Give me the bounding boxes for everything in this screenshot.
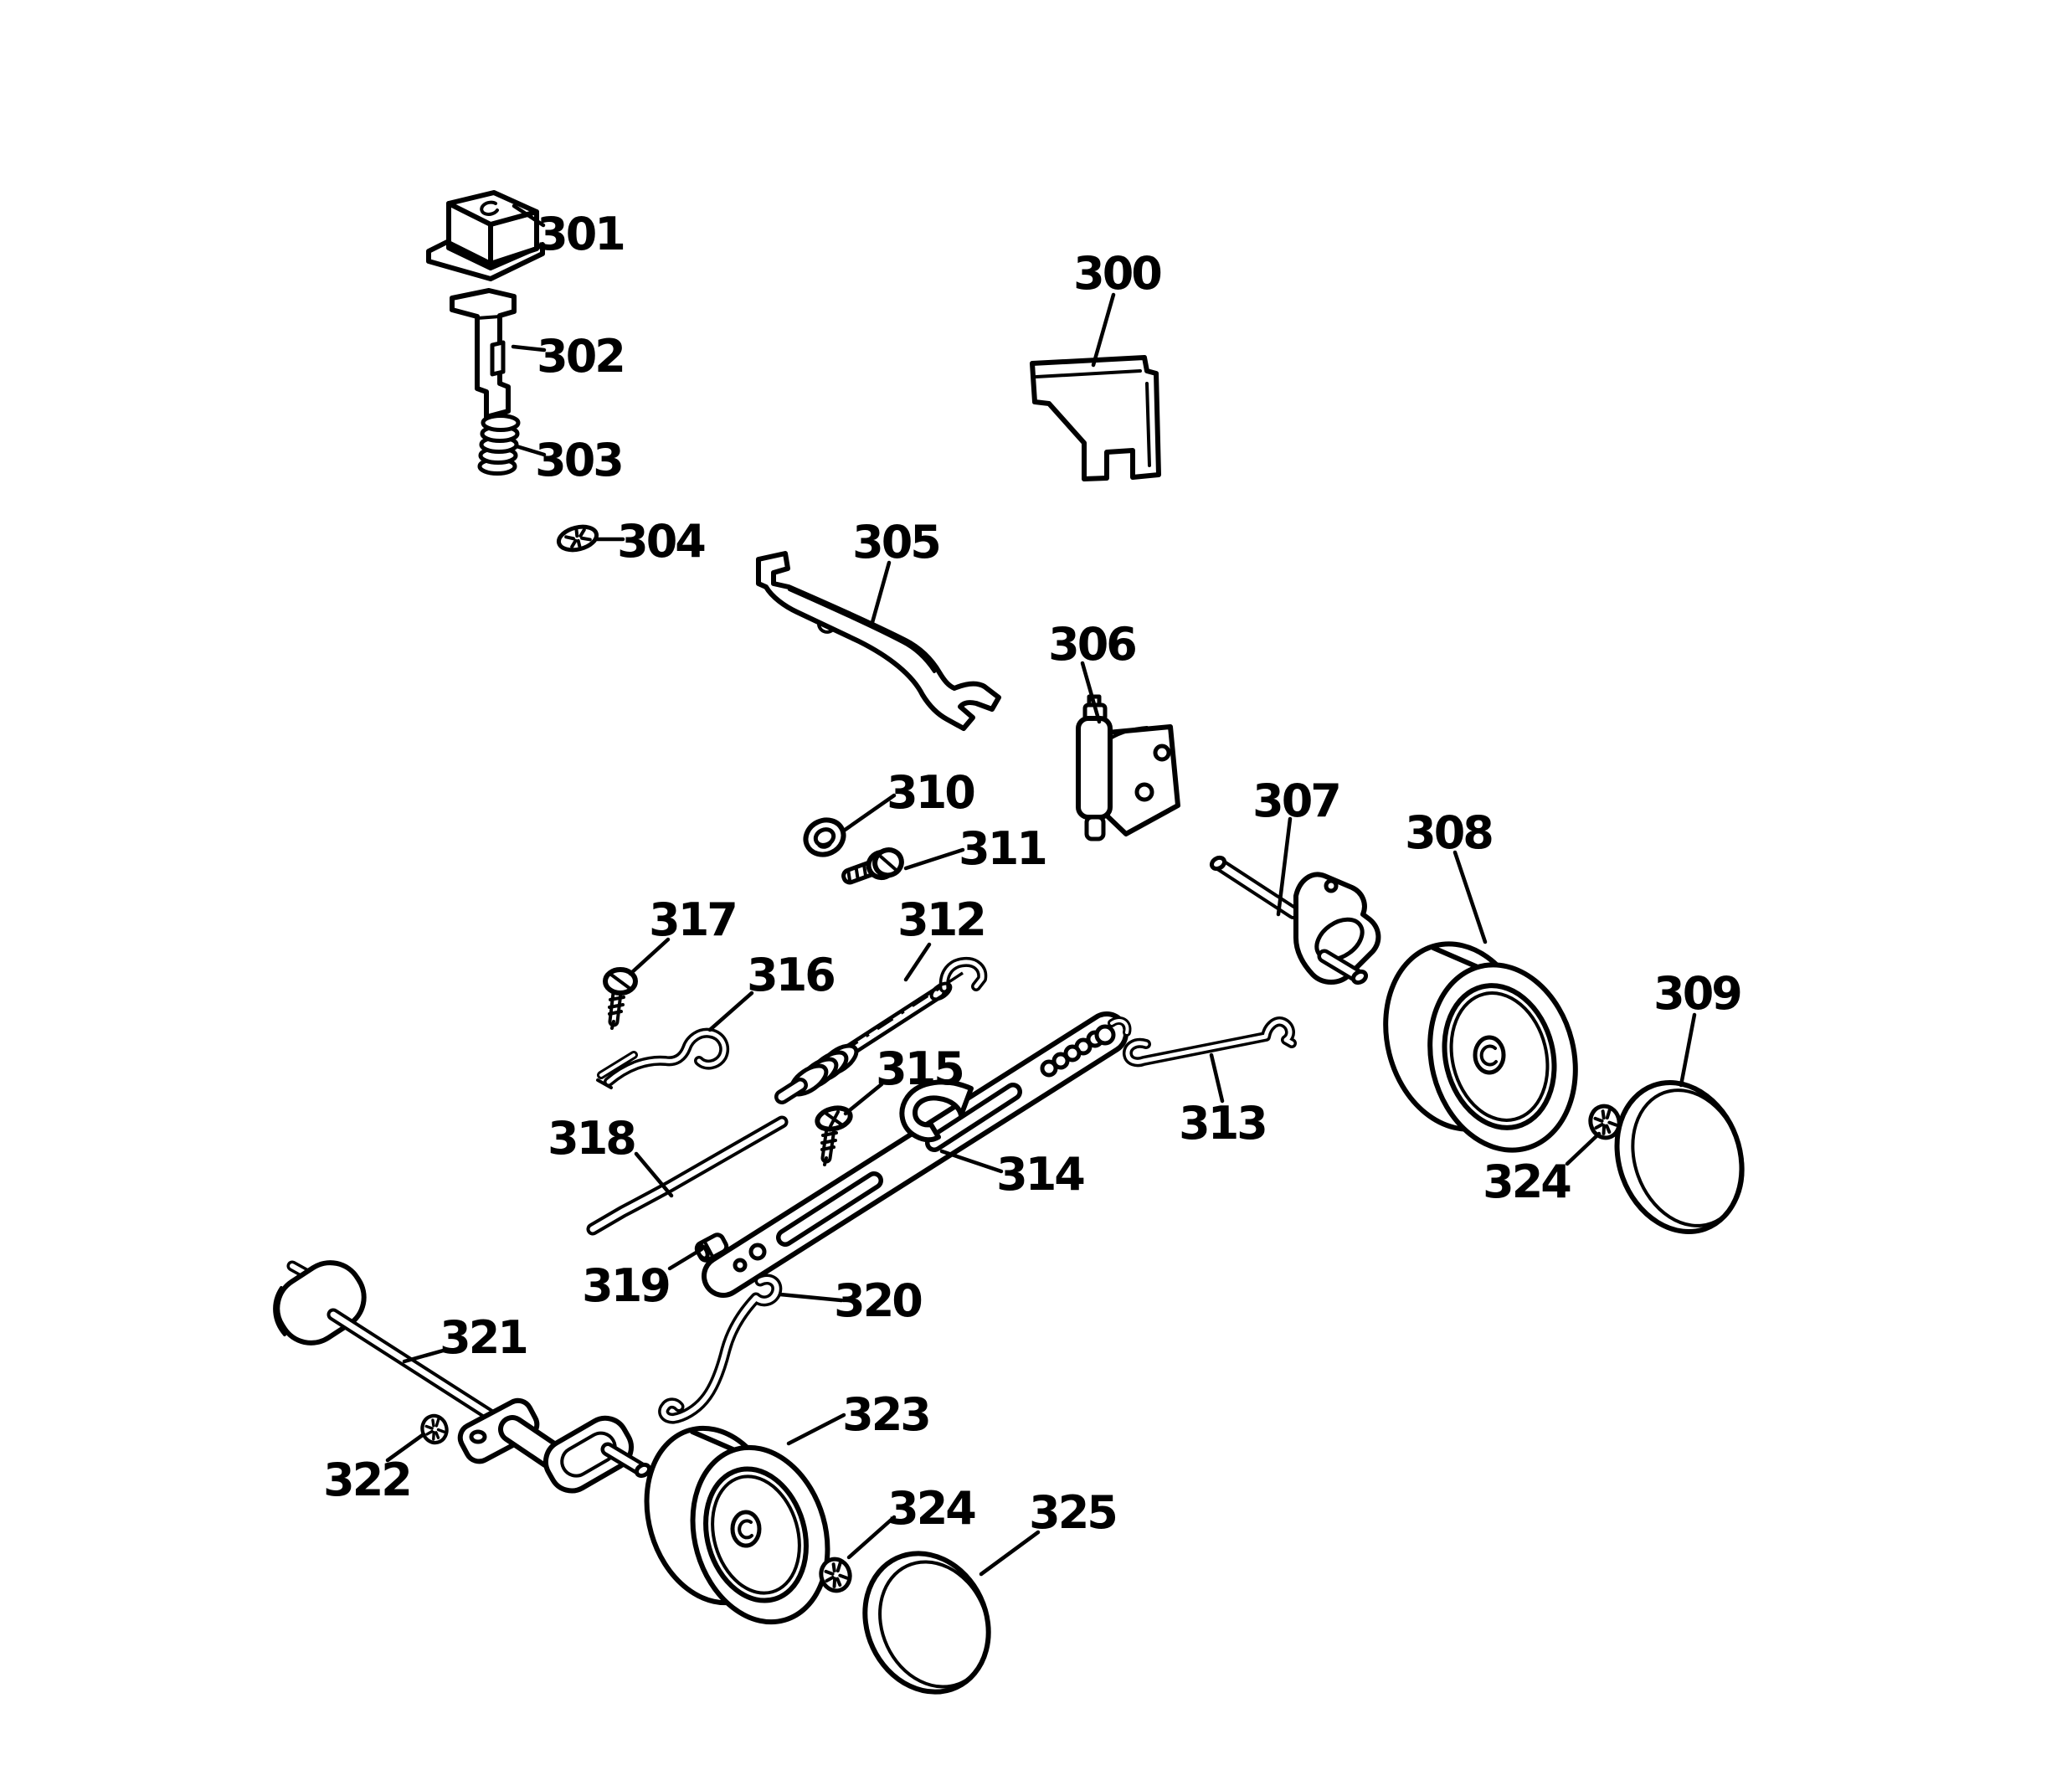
callout-labels: 300 301 302 303 304 305 306 307 308 309 …: [323, 208, 1743, 1539]
part-305-lever: [756, 551, 1001, 731]
part-label-313: 313: [1179, 1097, 1266, 1150]
part-322-push-nut: [419, 1413, 450, 1446]
part-label-315: 315: [876, 1042, 963, 1095]
part-label-316: 316: [747, 949, 834, 1001]
part-312-link-rod: [774, 956, 988, 1104]
part-label-307: 307: [1252, 774, 1339, 827]
part-label-305: 305: [852, 516, 939, 569]
part-315-screw: [815, 1105, 853, 1166]
part-300-bracket-plate: [1030, 355, 1161, 481]
part-319-nut: [694, 1232, 729, 1263]
part-label-323: 323: [842, 1388, 929, 1441]
part-317-screw: [603, 967, 638, 1030]
part-label-321: 321: [440, 1311, 527, 1364]
part-label-300: 300: [1073, 247, 1160, 300]
part-label-308: 308: [1405, 806, 1492, 859]
part-302-bracket: [450, 288, 517, 419]
part-label-301: 301: [537, 208, 624, 260]
part-325-hub-cap: [862, 1551, 991, 1695]
part-321-axle-assembly: [273, 1260, 652, 1494]
part-label-306: 306: [1048, 618, 1135, 671]
part-label-319: 319: [582, 1259, 669, 1312]
part-label-310: 310: [887, 766, 974, 819]
part-301-housing: [426, 190, 545, 281]
part-label-322: 322: [323, 1454, 410, 1506]
part-label-303: 303: [535, 434, 622, 486]
part-303-spring: [477, 414, 521, 476]
part-label-317: 317: [649, 893, 736, 946]
part-label-325: 325: [1029, 1486, 1116, 1539]
leader-lines: [385, 203, 1697, 1577]
part-306-hinge: [1076, 694, 1180, 841]
part-323-wheel: [644, 1425, 830, 1625]
part-318-rod: [586, 1115, 789, 1236]
part-label-324-rear: 324: [1483, 1155, 1571, 1208]
part-label-304: 304: [617, 515, 705, 568]
part-313-hook-rod: [1123, 1016, 1297, 1068]
part-label-312: 312: [897, 893, 985, 946]
part-label-311: 311: [959, 822, 1046, 875]
part-304-push-nut: [556, 524, 599, 553]
part-309-hub-cap: [1614, 1080, 1745, 1234]
part-308-wheel: [1383, 941, 1578, 1153]
part-label-320: 320: [834, 1274, 921, 1327]
part-label-318: 318: [548, 1112, 635, 1165]
part-label-302: 302: [537, 330, 624, 383]
part-316-spring-clip: [596, 1027, 730, 1089]
part-320-curved-rod: [658, 1274, 783, 1424]
part-310-washer: [803, 817, 846, 857]
part-311-bolt: [841, 847, 904, 885]
part-314-adjuster-bar: [702, 1011, 1132, 1298]
part-label-314: 314: [996, 1148, 1084, 1201]
part-label-309: 309: [1653, 967, 1740, 1020]
part-label-324-front: 324: [887, 1482, 975, 1535]
part-307-axle-pin: [1209, 855, 1381, 985]
